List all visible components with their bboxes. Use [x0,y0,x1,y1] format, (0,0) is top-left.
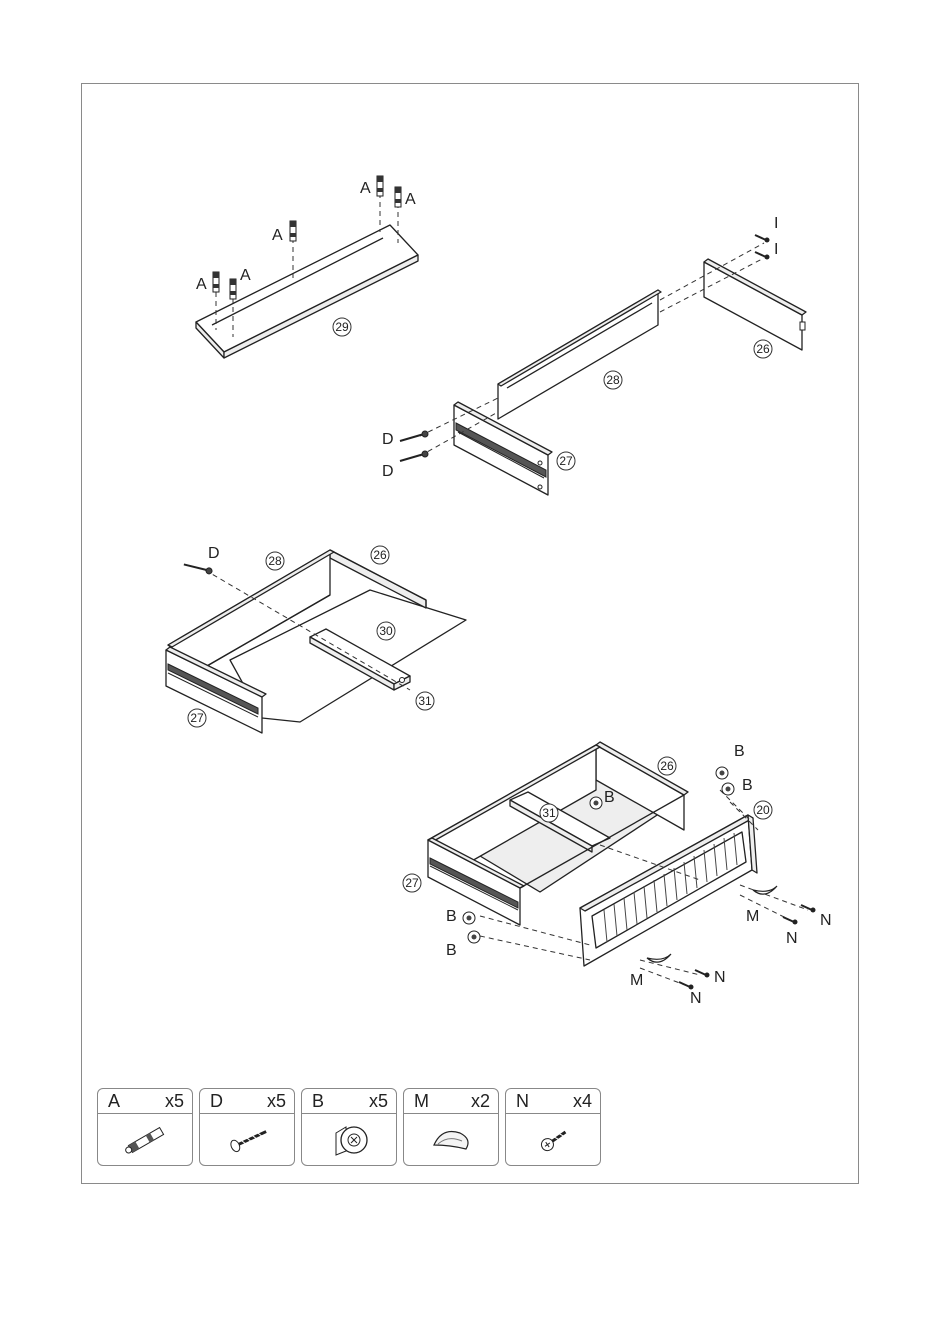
hardware-label: N [714,969,726,986]
hardware-label: D [382,463,394,480]
screw-icon [400,431,428,441]
hardware-label: A [360,180,371,197]
part-number: 27 [190,711,204,725]
cam-lock-icon [590,797,602,809]
hardware-label: B [742,777,753,794]
step-bottom-support: D 28 26 30 31 27 [166,545,466,733]
hardware-label: D [382,431,394,448]
step-frame-exploded: 28 26 27 D D I I [382,215,806,495]
part-number: 30 [379,624,393,638]
hardware-label: I [774,215,778,232]
legend-letter: N [516,1091,529,1112]
step-front-panel: B B B B B M M N N N N 26 31 20 27 [403,742,832,1007]
panel-28 [498,290,658,419]
cup-handle-icon [404,1115,500,1165]
legend-letter: A [108,1091,120,1112]
hardware-label: A [240,267,251,284]
dowel-icon [98,1115,194,1165]
short-screw-icon [506,1115,602,1165]
short-screw-icon [679,982,694,990]
dowel-icon [213,272,219,292]
short-screw-icon [695,970,710,978]
dowel-icon [290,221,296,241]
part-number: 26 [373,548,387,562]
hardware-label: B [734,743,745,760]
hardware-label: A [405,191,416,208]
legend-letter: M [414,1091,429,1112]
hardware-label: N [786,930,798,947]
legend-qty: x5 [267,1091,286,1112]
hardware-label: B [446,942,457,959]
step-board-29: A A A A A 29 [196,176,418,358]
cam-lock-icon [302,1115,398,1165]
part-number: 31 [418,694,432,708]
part-number: 27 [405,876,419,890]
dowel-icon [230,279,236,299]
hardware-label: M [630,972,643,989]
legend-qty: x5 [369,1091,388,1112]
hardware-label: B [446,908,457,925]
screw-icon [400,451,428,461]
hardware-label: A [272,227,283,244]
bolt-icon [755,235,770,243]
part-number: 20 [756,803,770,817]
legend-qty: x2 [471,1091,490,1112]
legend-qty: x4 [573,1091,592,1112]
legend-letter: D [210,1091,223,1112]
hardware-label: A [196,276,207,293]
board-29 [196,225,418,352]
cam-lock-icon [716,767,728,779]
cam-lock-icon [722,783,734,795]
cup-handle-icon [647,954,671,962]
legend-letter: B [312,1091,324,1112]
screw-icon [200,1115,296,1165]
dowel-icon [395,187,401,207]
part-number: 28 [268,554,282,568]
part-number: 29 [335,320,349,334]
part-number: 26 [756,342,770,356]
cup-handle-icon [753,886,777,894]
dowel-icon [377,176,383,196]
hardware-label: D [208,545,220,562]
legend-qty: x5 [165,1091,184,1112]
short-screw-icon [783,917,798,925]
cam-lock-icon [468,931,480,943]
hardware-label: B [604,789,615,806]
part-number: 31 [542,806,556,820]
bolt-icon [755,252,770,260]
part-number: 26 [660,759,674,773]
cam-lock-icon [463,912,475,924]
part-number: 28 [606,373,620,387]
hardware-label: N [820,912,832,929]
hardware-label: M [746,908,759,925]
hardware-label: I [774,241,778,258]
hardware-label: N [690,990,702,1007]
part-number: 27 [559,454,573,468]
